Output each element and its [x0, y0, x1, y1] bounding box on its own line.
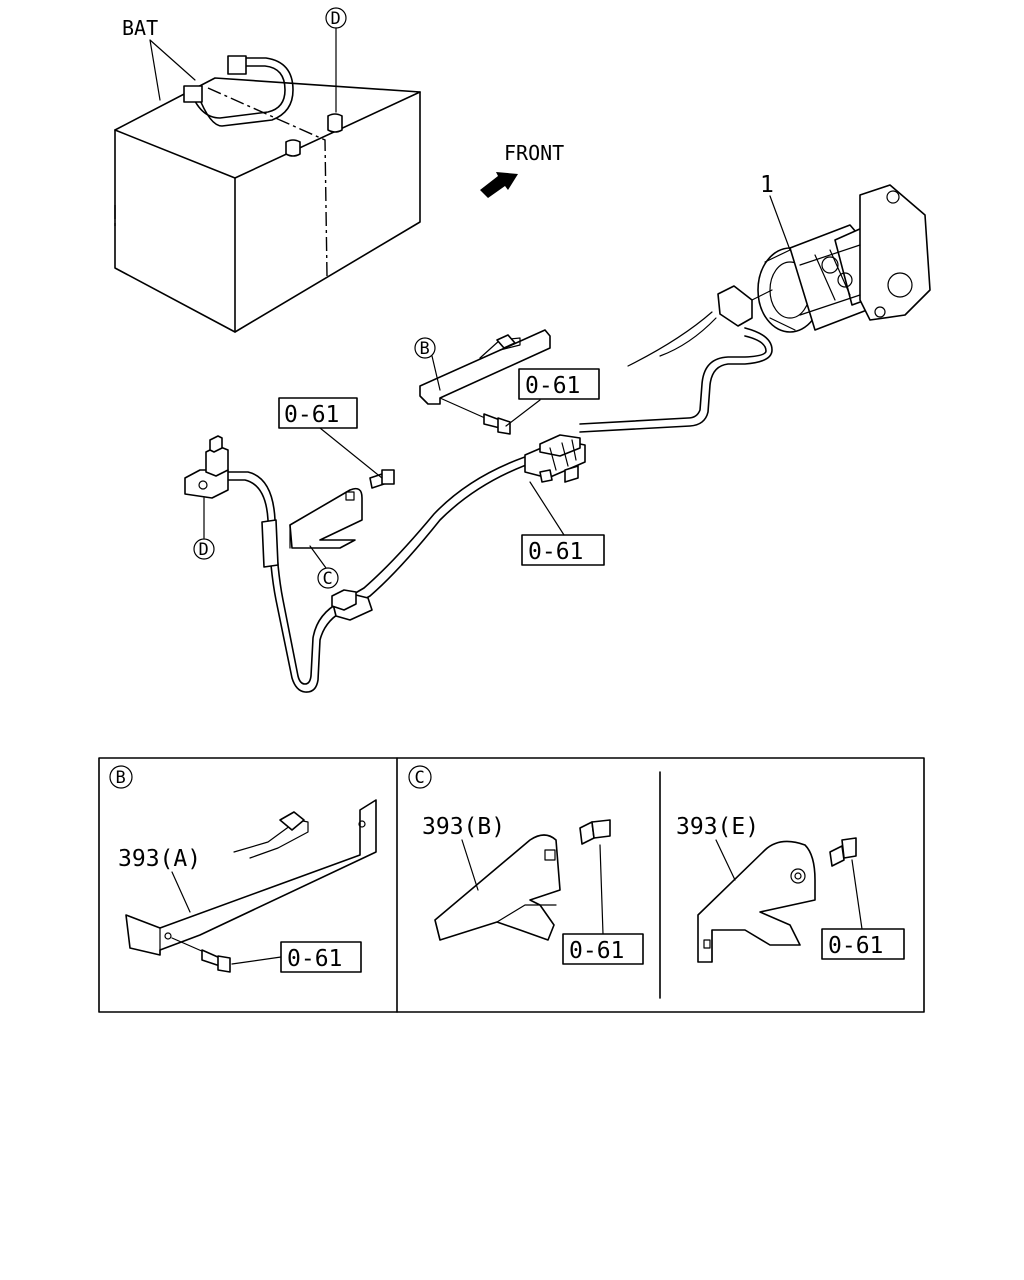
- svg-text:C: C: [323, 569, 333, 589]
- battery-leader: [149, 39, 196, 101]
- battery-label: BAT: [122, 16, 158, 40]
- battery-cable: [217, 327, 773, 693]
- cable-clip: [524, 434, 586, 483]
- ref-box-detail-b: 0-61: [231, 941, 362, 973]
- part-1-label: 1: [760, 172, 774, 198]
- front-arrow: [480, 172, 518, 198]
- part-393b-label: 393(B): [422, 814, 505, 840]
- svg-text:C: C: [415, 768, 425, 788]
- ref-box-clip: 0-61: [521, 481, 605, 566]
- battery-terminal: [184, 435, 229, 499]
- callout-b-main: B: [414, 337, 441, 391]
- part-393e-leader: [715, 839, 736, 881]
- detail-frame: [98, 757, 925, 1013]
- callout-d-bottom: D: [193, 497, 215, 560]
- ref-box-bracket-b: 0-61: [505, 368, 600, 427]
- callout-c-main: C: [309, 545, 339, 589]
- svg-text:0-61: 0-61: [528, 539, 583, 565]
- starter-motor: [757, 184, 931, 333]
- part-393b-leader: [461, 839, 479, 891]
- svg-text:B: B: [116, 768, 126, 788]
- svg-text:D: D: [199, 540, 209, 560]
- svg-text:0-61: 0-61: [287, 946, 342, 972]
- detail-b: B: [109, 765, 377, 973]
- part-393a-leader: [171, 871, 191, 913]
- terminal-boot: [627, 285, 773, 367]
- callout-d-top: D: [325, 7, 347, 113]
- ref-box-detail-c-left: 0-61: [562, 844, 644, 965]
- front-label: FRONT: [504, 141, 564, 165]
- bracket-b-main: [419, 329, 551, 435]
- svg-text:D: D: [331, 9, 341, 29]
- ref-box-bracket-c: 0-61: [278, 397, 383, 479]
- svg-text:B: B: [420, 339, 430, 359]
- svg-text:0-61: 0-61: [569, 938, 624, 964]
- part-393e-label: 393(E): [676, 814, 759, 840]
- part-1-leader: [769, 195, 791, 251]
- battery: [114, 55, 421, 333]
- svg-text:0-61: 0-61: [525, 373, 580, 399]
- svg-text:0-61: 0-61: [284, 402, 339, 428]
- svg-text:0-61: 0-61: [828, 933, 883, 959]
- part-393a-label: 393(A): [118, 846, 201, 872]
- bracket-c-main: [289, 469, 395, 549]
- ref-box-detail-c-right: 0-61: [821, 859, 905, 960]
- detail-c: C: [408, 765, 857, 963]
